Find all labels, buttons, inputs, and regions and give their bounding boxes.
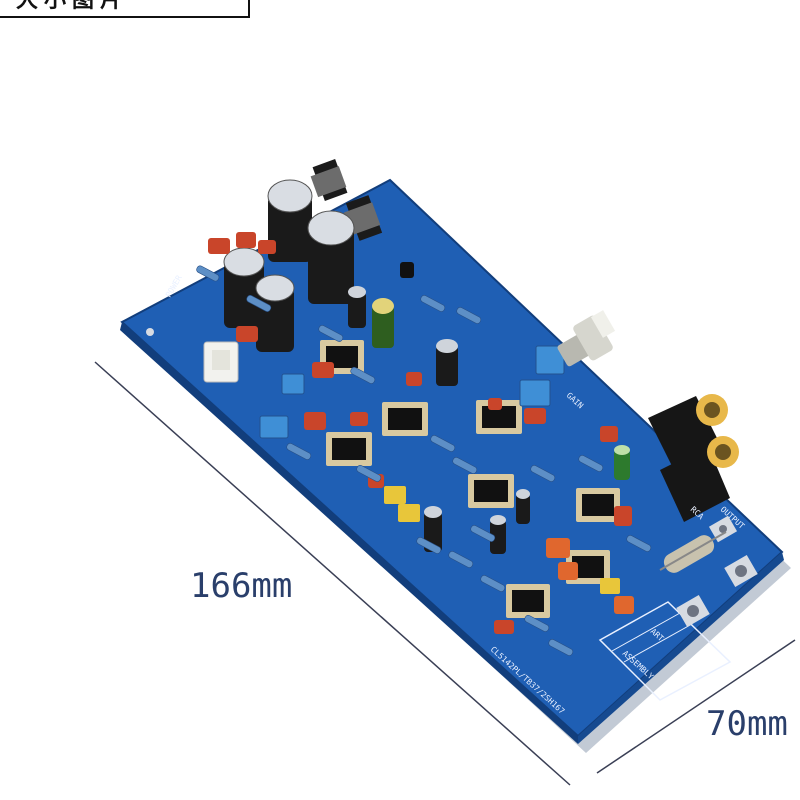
mounting-holes (146, 328, 758, 628)
caption-box: 大小图片 (0, 0, 250, 18)
rca-jacks (648, 394, 739, 522)
electrolytic-capacitors (223, 179, 630, 554)
length-dimension-line (94, 361, 571, 786)
gain-potentiometer (557, 310, 616, 367)
width-dimension-line (596, 639, 796, 774)
trimmer-potentiometers (259, 345, 565, 439)
power-connector (203, 341, 239, 383)
power-resistor (659, 531, 727, 573)
width-dimension-label: 70mm (706, 704, 788, 744)
length-dimension-label: 166mm (190, 566, 293, 606)
voltage-regulators (310, 158, 383, 241)
opamp-ics (320, 340, 620, 618)
resistors (196, 265, 652, 656)
yellow-capacitors (384, 486, 620, 594)
silkscreen-frame (598, 601, 732, 701)
transistor (400, 262, 414, 278)
caption-text: 大小图片 (16, 0, 129, 13)
